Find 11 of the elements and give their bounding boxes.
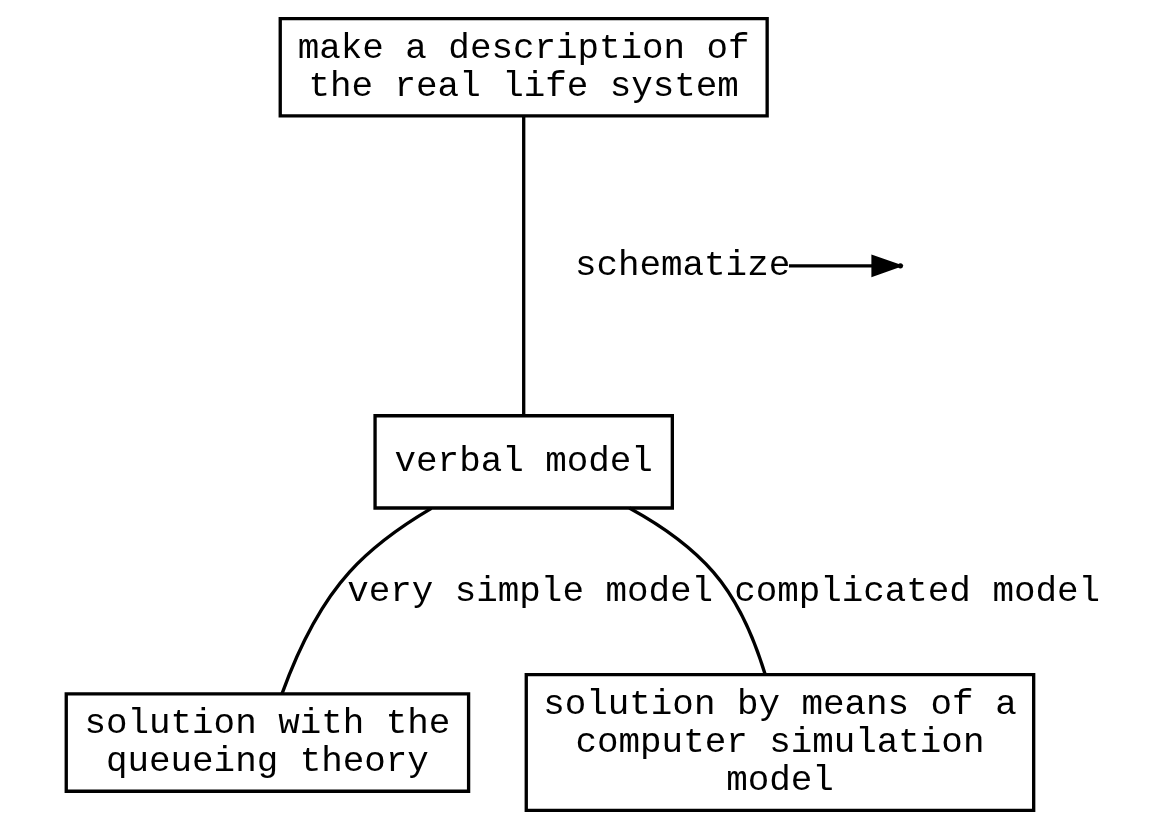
node-box: make a description of the real life system	[278, 16, 769, 118]
connector	[279, 506, 432, 695]
edge-label: very simple model	[346, 570, 713, 612]
node-box: solution by means of a computer simulation model	[524, 672, 1035, 813]
edge-label: complicated model	[733, 570, 1100, 612]
node-text: schematize	[574, 245, 790, 287]
node-box: verbal model	[372, 414, 674, 510]
connector	[521, 116, 525, 416]
connector	[628, 506, 767, 675]
node-box: solution with the queueing theory	[64, 692, 470, 793]
arrow	[788, 254, 904, 278]
